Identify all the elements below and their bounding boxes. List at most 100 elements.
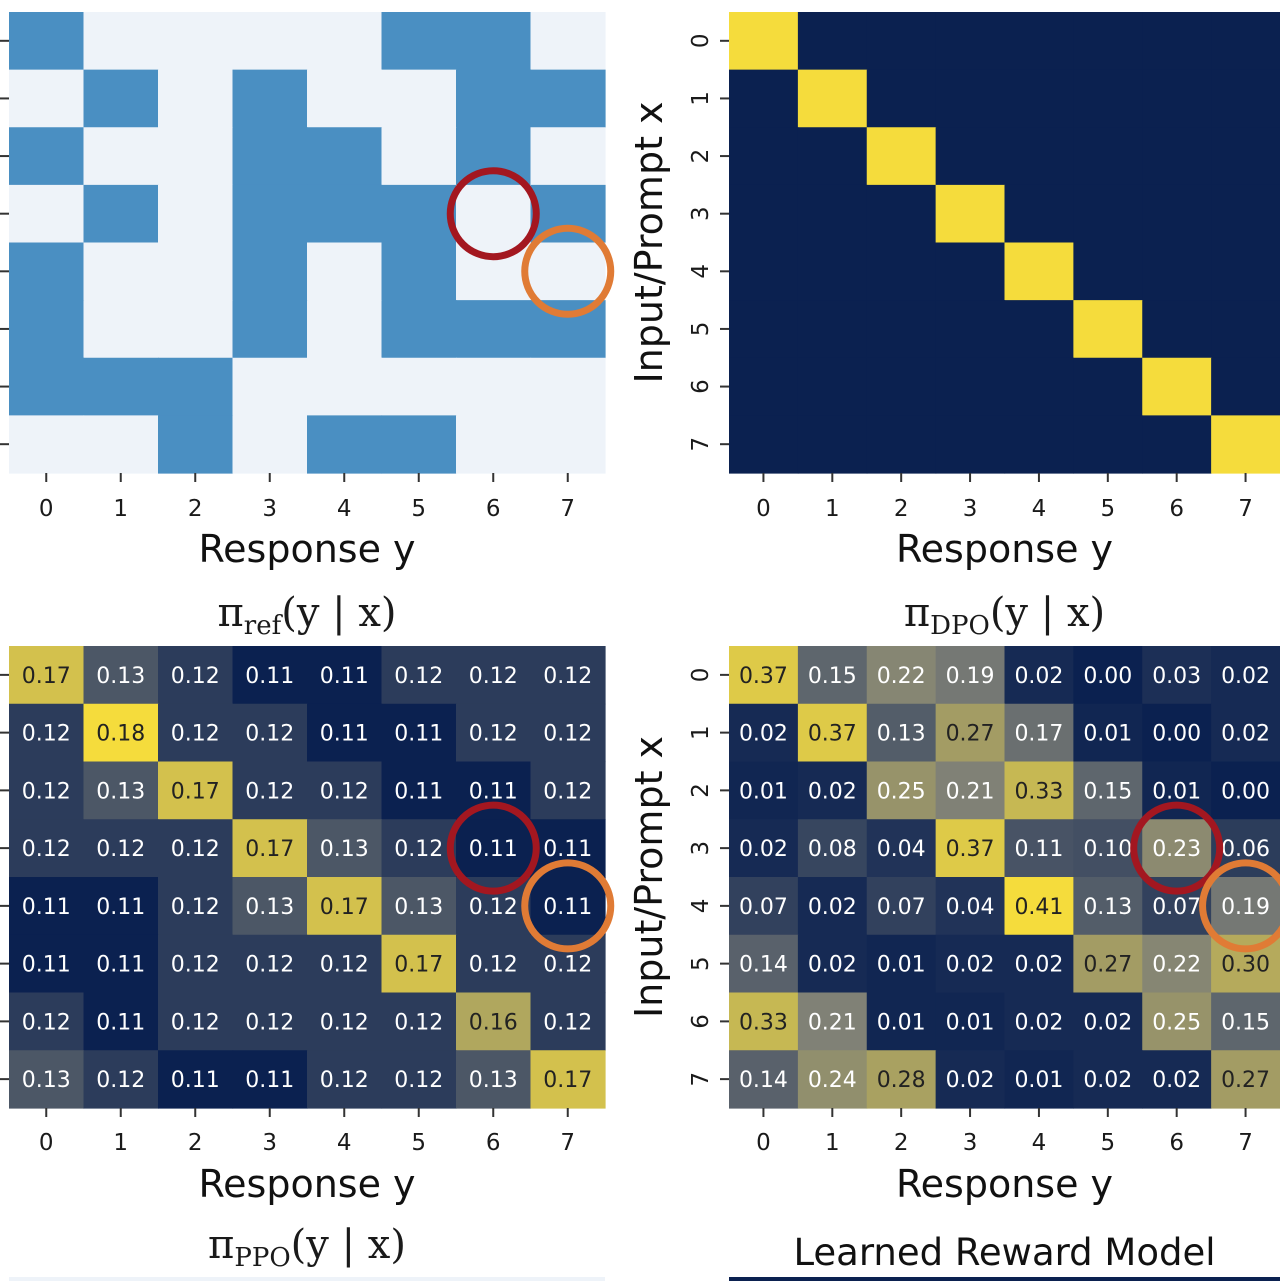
heatmap-cell: [1004, 1050, 1074, 1109]
heatmap-cell: [797, 703, 868, 763]
x-tick-label: 1: [825, 496, 840, 522]
heatmap-cell: [83, 1050, 159, 1109]
heatmap-cell: [1004, 184, 1074, 244]
cell-value-label: 0.11: [469, 837, 518, 862]
cell-value-label: 0.06: [1221, 837, 1270, 862]
cell-value-label: 0.10: [1083, 837, 1132, 862]
heatmap-cell: [797, 242, 868, 301]
heatmap-cell: [1073, 300, 1143, 359]
heatmap-cell: [1004, 761, 1074, 820]
heatmap-cell: [307, 992, 383, 1051]
heatmap-cell: [9, 819, 85, 878]
heatmap-cell: [1142, 69, 1212, 128]
cell-value-label: 0.27: [1221, 1068, 1270, 1093]
cell-value-label: 0.12: [543, 779, 592, 804]
cell-value-label: 0.13: [22, 1068, 71, 1093]
heatmap-cell: [935, 934, 1006, 994]
x-tick-label: 0: [39, 1130, 54, 1156]
heatmap-cell: [866, 184, 937, 244]
cell-value-label: 0.13: [469, 1068, 518, 1093]
heatmap-cell: [9, 646, 85, 705]
cell-value-label: 0.01: [877, 953, 926, 978]
heatmap-cell: [158, 127, 234, 186]
heatmap-cell: [1073, 646, 1143, 705]
heatmap-cell: [729, 69, 799, 128]
heatmap-cell: [866, 646, 937, 705]
cell-value-label: 0.11: [320, 664, 369, 689]
heatmap-cell: [83, 300, 159, 359]
heatmap-cell: [158, 300, 234, 359]
heatmap-cell: [1211, 703, 1280, 763]
cell-value-label: 0.13: [245, 895, 294, 920]
heatmap-cell: [729, 934, 799, 994]
cell-value-label: 0.12: [394, 837, 443, 862]
heatmap-cell: [307, 819, 383, 878]
heatmap-cell: [1004, 357, 1074, 416]
heatmap-cell: [1142, 184, 1212, 244]
heatmap-cell: [797, 415, 868, 474]
cell-value-label: 0.33: [1014, 779, 1063, 804]
heatmap-cell: [935, 1050, 1006, 1109]
x-tick-label: 2: [188, 1130, 203, 1156]
heatmap-cell: [1211, 761, 1280, 820]
heatmap-cell: [1004, 69, 1074, 128]
cell-value-label: 0.12: [543, 953, 592, 978]
x-tick-label: 3: [963, 1130, 978, 1156]
x-tick-label: 2: [894, 496, 909, 522]
heatmap-cell: [83, 184, 159, 244]
heatmap-cell: [307, 761, 383, 820]
x-tick-label: 0: [756, 496, 771, 522]
cell-value-label: 0.12: [320, 1010, 369, 1035]
y-tick-label: 3: [688, 206, 714, 221]
cell-value-label: 0.12: [171, 837, 220, 862]
heatmap-cell: [1142, 703, 1212, 763]
heatmap-cell: [797, 992, 868, 1051]
cell-value-label: 0.02: [1221, 664, 1270, 689]
heatmap-cell: [797, 127, 868, 186]
heatmap-cell: [158, 992, 234, 1051]
heatmap-cell: [9, 69, 85, 128]
heatmap-cell: [381, 934, 457, 994]
heatmap-cell: [1004, 12, 1074, 71]
x-tick-label: 5: [411, 496, 426, 522]
heatmap-cell: [158, 69, 234, 128]
heatmap-cell: [530, 646, 606, 705]
title-argument: (y | x): [281, 590, 396, 636]
heatmap-cell: [866, 877, 937, 936]
heatmap-cell: [456, 184, 532, 244]
heatmap-cell: [1073, 761, 1143, 820]
heatmap-cell: [1004, 127, 1074, 186]
heatmap-cell: [232, 934, 308, 994]
heatmap-cell: [456, 646, 532, 705]
heatmap-cell: [307, 877, 383, 936]
y-axis-label: Input/Prompt x: [627, 736, 671, 1018]
chart-title: πref(y | x): [217, 590, 396, 641]
heatmap-cell: [935, 819, 1006, 878]
heatmap-cell: [1142, 819, 1212, 878]
heatmap-cell: [1142, 12, 1212, 71]
heatmap-cell: [9, 1050, 85, 1109]
x-tick-label: 6: [486, 1130, 501, 1156]
cell-value-label: 0.07: [739, 895, 788, 920]
cell-value-label: 0.11: [96, 895, 145, 920]
cell-value-label: 0.02: [739, 722, 788, 747]
heatmap-cell: [232, 819, 308, 878]
cell-value-label: 0.12: [245, 953, 294, 978]
title-symbol: π: [217, 590, 243, 636]
heatmap-cell: [232, 357, 308, 416]
highlight-circle: [521, 859, 615, 953]
cell-value-label: 0.22: [1152, 953, 1201, 978]
cell-value-label: 0.12: [394, 1010, 443, 1035]
heatmap-cell: [1073, 127, 1143, 186]
y-tick-label: 3: [688, 841, 714, 856]
heatmap-cell: [381, 992, 457, 1051]
heatmap-cell: [1142, 992, 1212, 1051]
heatmap-cell: [935, 703, 1006, 763]
cell-value-label: 0.12: [245, 722, 294, 747]
heatmap-cell: [866, 934, 937, 994]
heatmap-cell: [729, 992, 799, 1051]
y-tick-label: 0: [688, 33, 714, 48]
y-tick-label: 7: [688, 1072, 714, 1087]
heatmap-cell: [381, 184, 457, 244]
